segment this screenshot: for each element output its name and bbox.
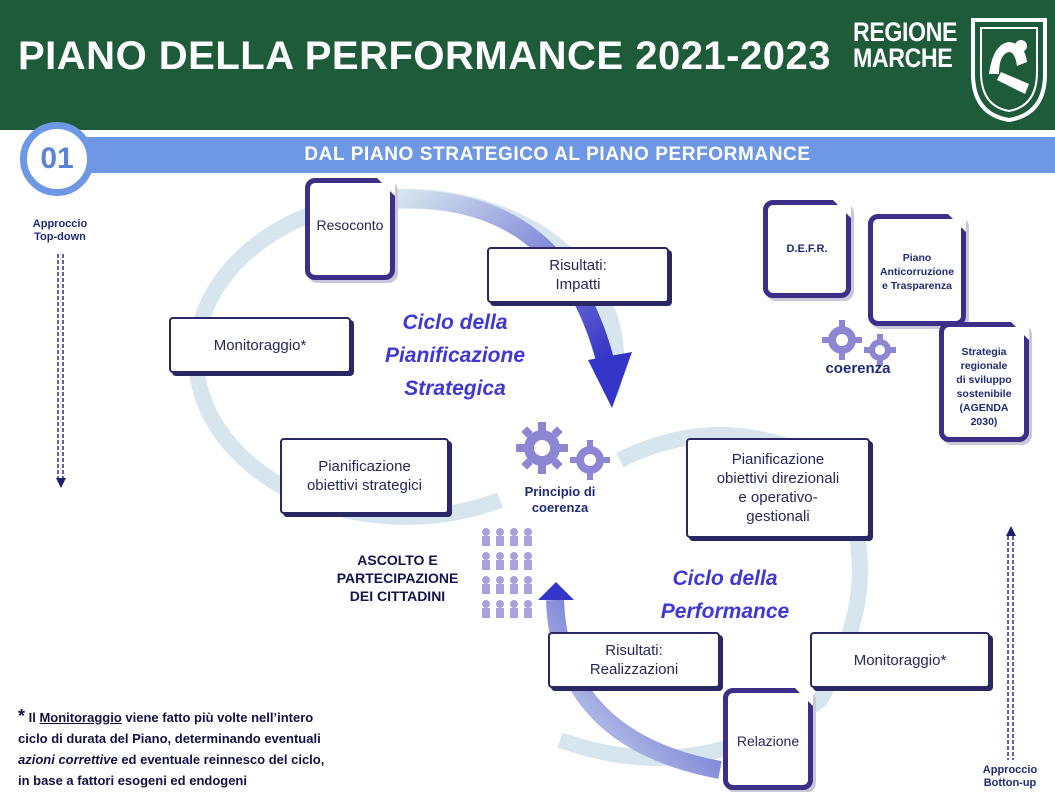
footnote-part-2: viene fatto più volte nell’intero xyxy=(121,710,314,725)
strategic-arrowhead-icon xyxy=(588,352,632,408)
anticorruzione-document-icon: Piano Anticorruzione e Trasparenza xyxy=(868,214,966,326)
section-banner xyxy=(60,137,1055,173)
footnote-part-1: Il xyxy=(25,710,40,725)
performance-cycle-title: Ciclo della Performance xyxy=(660,567,790,623)
relazione-document-icon: Relazione xyxy=(723,688,813,790)
document-fold xyxy=(795,688,813,706)
citizens-group-icon xyxy=(482,528,532,618)
resoconto-document-icon: Resoconto xyxy=(305,178,395,280)
document-fold xyxy=(948,214,966,232)
strategic-cycle-arrow xyxy=(389,190,614,363)
agenda-2030-document-icon: Strategia regionale di sviluppo sostenib… xyxy=(939,322,1029,442)
footnote-line-3: azioni correttive ed eventuale reinnesco… xyxy=(18,749,378,770)
footnote-azioni: azioni correttive xyxy=(18,752,118,767)
section-number-badge: 01 xyxy=(20,122,94,196)
monitoraggio-performance-box: Monitoraggio* xyxy=(810,632,990,688)
header-bar xyxy=(0,0,1055,130)
page-title: PIANO DELLA PERFORMANCE 2021-2023 xyxy=(18,34,831,78)
footnote-line-1: * Il Monitoraggio viene fatto più volte … xyxy=(18,706,378,728)
strategic-cycle-title: Ciclo della Pianificazione Strategica xyxy=(384,311,526,400)
relazione-label: Relazione xyxy=(736,733,800,749)
regione-marche-emblem-icon xyxy=(971,18,1047,123)
footnote-line-2: ciclo di durata del Piano, determinando … xyxy=(18,731,321,746)
coerenza-label: coerenza xyxy=(825,360,891,377)
approach-bottom-up-label: Approccio Botton-up xyxy=(982,764,1038,789)
resoconto-label: Resoconto xyxy=(316,217,384,233)
footnote-line-4: in base a fattori esogeni ed endogeni xyxy=(18,773,247,788)
defr-document-icon: D.E.F.R. xyxy=(763,200,851,298)
performance-arrowhead-icon xyxy=(538,582,574,600)
footnote-star: * xyxy=(18,706,26,726)
principio-gears-icon xyxy=(516,422,610,480)
footnote-part-3: ed eventuale reinnesco del ciclo, xyxy=(117,752,325,767)
risultati-realizzazioni-box: Risultati: Realizzazioni xyxy=(548,632,720,688)
principio-coerenza-label: Principio di coerenza xyxy=(524,484,596,515)
bottom-up-arrow-icon xyxy=(1006,526,1016,760)
section-title: DAL PIANO STRATEGICO AL PIANO PERFORMANC… xyxy=(304,144,811,165)
pianificazione-strategica-box: Pianificazione obiettivi strategici xyxy=(280,438,449,514)
logo-text-regione: REGIONE xyxy=(853,17,958,47)
document-fold xyxy=(377,178,395,196)
agenda-2030-label: Strategia regionale di sviluppo sostenib… xyxy=(956,346,1012,428)
footnote-monitoraggio: Monitoraggio xyxy=(39,710,122,725)
document-fold xyxy=(833,200,851,218)
regione-marche-logo: REGIONE MARCHE xyxy=(851,14,1051,126)
monitoraggio-strategic-box: Monitoraggio* xyxy=(169,317,351,373)
pianificazione-operativa-box: Pianificazione obiettivi direzionali e o… xyxy=(686,438,870,538)
anticorruzione-label: Piano Anticorruzione e Trasparenza xyxy=(879,252,955,292)
document-fold xyxy=(1011,322,1029,340)
defr-label: D.E.F.R. xyxy=(786,243,828,255)
logo-text-marche: MARCHE xyxy=(853,43,953,73)
footnote: * Il Monitoraggio viene fatto più volte … xyxy=(18,706,378,791)
approach-top-down-label: Approccio Top-down xyxy=(32,218,88,243)
top-down-arrow-icon xyxy=(56,254,66,488)
risultati-impatti-box: Risultati: Impatti xyxy=(487,247,669,303)
citizens-participation-label: ASCOLTO E PARTECIPAZIONE DEI CITTADINI xyxy=(336,552,459,604)
coerenza-gears-icon xyxy=(822,320,896,366)
